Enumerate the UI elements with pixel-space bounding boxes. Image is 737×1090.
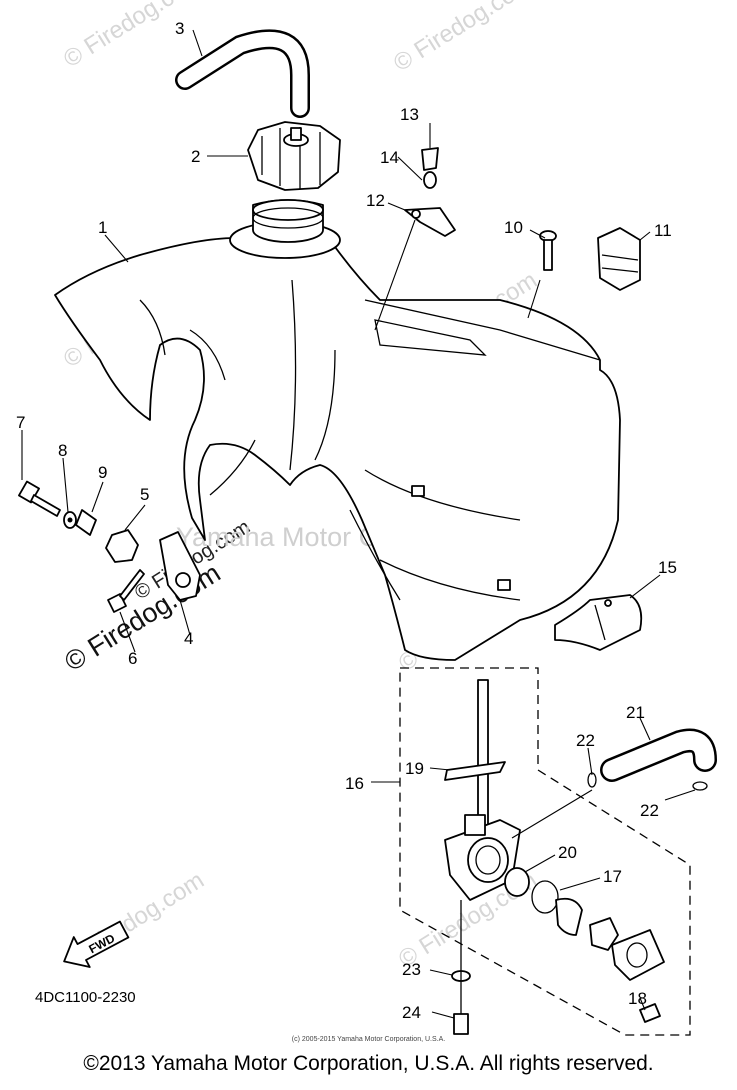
callout-24: 24 [402,1003,421,1022]
footer-copyright: ©2013 Yamaha Motor Corporation, U.S.A. A… [83,1052,654,1075]
callout-numbers: 3 2 1 13 14 12 10 11 7 8 9 5 4 6 15 16 1… [16,19,677,1022]
part-8-washer [63,511,77,529]
drawing-code: 4DC1100-2230 [35,989,136,1006]
callout-10: 10 [504,218,523,237]
part-4-bracket [159,531,201,601]
part-6-bolt [107,569,145,613]
callout-23: 23 [402,960,421,979]
leader-lines [21,29,696,1019]
callout-2: 2 [191,147,200,166]
callout-1: 1 [98,218,107,237]
callout-6: 6 [128,649,137,668]
fwd-arrow-icon: FWD [63,920,130,968]
callout-22b: 22 [640,801,659,820]
callout-5: 5 [140,485,149,504]
part-1-fuel-tank [54,199,621,661]
part-21-hose [600,728,717,782]
part-12-13-14-bracket-bolts [404,147,456,237]
callout-22: 22 [576,731,595,750]
callout-12: 12 [366,191,385,210]
watermark: © Firedog.com [59,0,207,73]
callout-17: 17 [603,867,622,886]
part-2-fuel-cap [247,121,341,191]
callout-3: 3 [175,19,184,38]
callout-8: 8 [58,441,67,460]
part-16-fuel-cock-assembly [399,667,691,1036]
callout-15: 15 [658,558,677,577]
callout-14: 14 [380,148,399,167]
part-3-breather-hose [175,29,310,118]
part-15-damper [554,594,643,651]
part-9-collar [75,509,97,536]
part-5-grommet [105,529,139,563]
small-copyright: (c) 2005-2015 Yamaha Motor Corporation, … [291,1036,446,1043]
part-7-bolt [18,480,61,517]
callout-20: 20 [558,843,577,862]
part-11-clip [597,227,641,291]
watermark: © Firedog.com [389,0,537,77]
callout-21: 21 [626,703,645,722]
callout-11: 11 [654,221,672,240]
callout-13: 13 [400,105,419,124]
callout-18: 18 [628,989,647,1008]
part-10-screw [539,230,557,271]
callout-4: 4 [184,629,193,648]
callout-19: 19 [405,759,424,778]
callout-7: 7 [16,413,25,432]
callout-16: 16 [345,774,364,793]
callout-9: 9 [98,463,107,482]
